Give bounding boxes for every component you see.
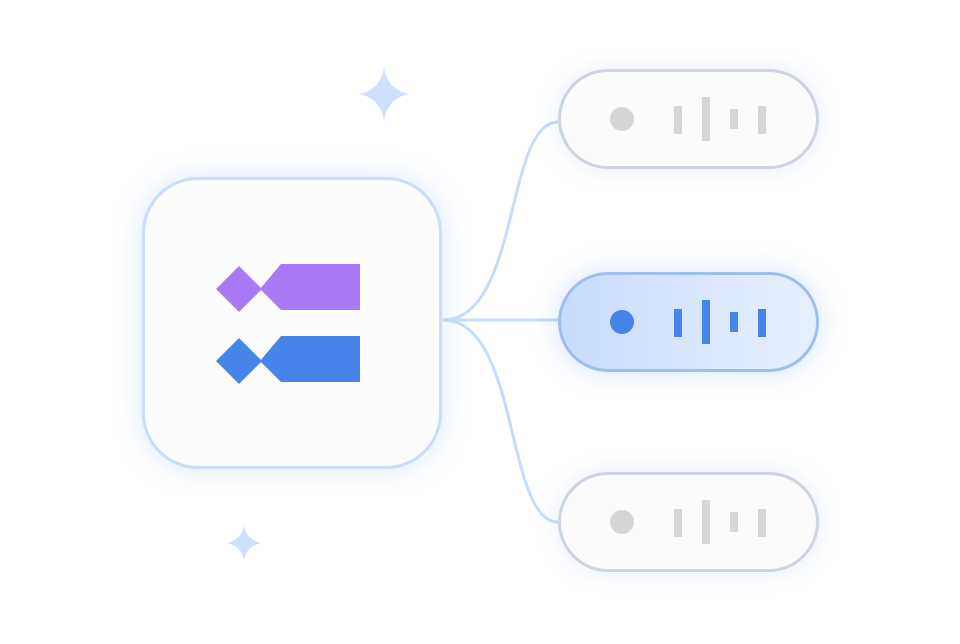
waveform-bar [702,500,710,544]
branch-pill-top [558,69,819,169]
waveform-bar [730,312,738,332]
sparkle-icon [227,526,261,560]
waveform-bar [702,300,710,344]
router-logo-icon [216,264,360,384]
waveform-bar [674,106,682,134]
status-dot [610,107,634,131]
connector-line-top [442,120,559,322]
waveform-bar [702,97,710,141]
waveform-bar [730,109,738,129]
branch-pill-middle-active [558,272,819,372]
waveform-bar [674,309,682,337]
logo-arrow-purple [260,264,360,310]
router-hub-card [142,177,442,469]
branch-pill-bottom [558,472,819,572]
waveform-bar [730,512,738,532]
waveform-bar [758,509,766,537]
logo-diamond-purple [216,266,262,312]
connector-line-bottom [442,318,559,524]
waveform-bar [674,509,682,537]
status-dot [610,510,634,534]
waveform-bar [758,309,766,337]
sparkle-icon [359,68,409,120]
logo-diamond-blue [216,338,262,384]
logo-arrow-blue [260,336,360,382]
waveform-bar [758,106,766,134]
status-dot [610,310,634,334]
